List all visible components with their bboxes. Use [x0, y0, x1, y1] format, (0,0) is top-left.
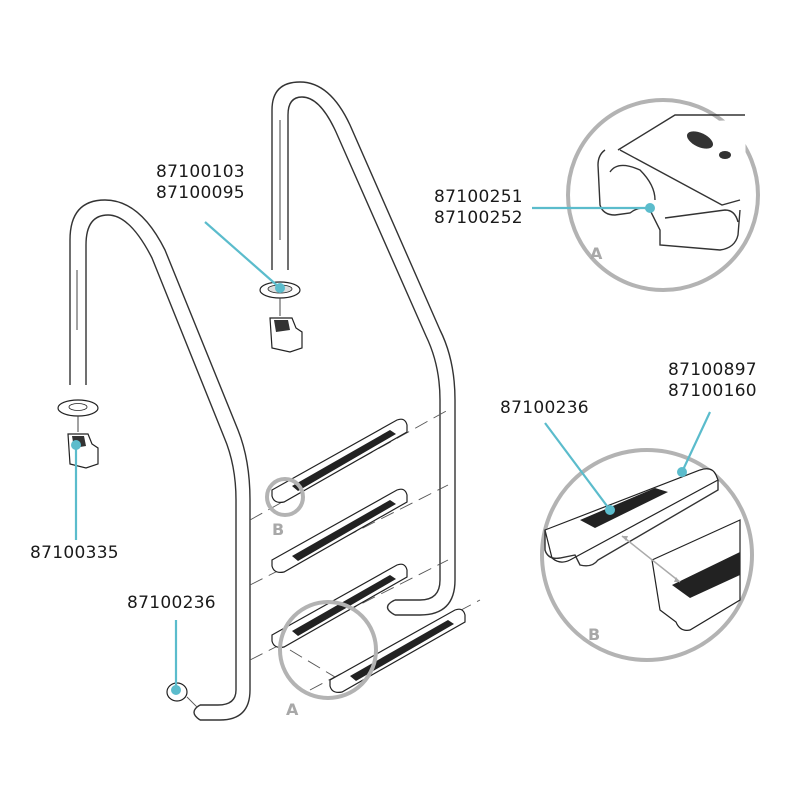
part-number: 87100335	[30, 543, 119, 563]
detail-a-view-letter: A	[590, 244, 603, 263]
left-anchor-socket	[67, 433, 99, 469]
left-escutcheon	[57, 399, 99, 432]
detail-b-marker-ring	[265, 477, 305, 517]
detail-a-view	[566, 98, 760, 292]
part-number: 87100095	[156, 183, 245, 203]
callout-step-tread-outer: 87100897 87100160	[668, 360, 757, 402]
detail-b-marker-letter: B	[272, 520, 285, 539]
detail-a-marker-ring	[278, 600, 378, 700]
part-number: 87100236	[500, 398, 589, 418]
leader-lines	[71, 203, 711, 695]
callout-step-end-detail-a: 87100251 87100252	[434, 187, 523, 229]
part-number: 87100160	[668, 381, 757, 401]
tube-end-cap	[166, 682, 201, 711]
ladder-step	[329, 608, 466, 693]
detail-a-marker-letter: A	[286, 700, 299, 719]
ladder-step	[271, 488, 408, 573]
right-anchor-socket	[269, 317, 303, 353]
callout-step-tread-inner: 87100236	[500, 398, 589, 419]
callout-tube-end-cap: 87100236	[127, 593, 216, 614]
part-number: 87100251	[434, 187, 523, 207]
steps-group	[271, 418, 466, 693]
callout-escutcheon-right: 87100103 87100095	[156, 162, 245, 204]
right-handrail	[271, 81, 456, 616]
ladder-step	[271, 563, 408, 648]
part-number: 87100252	[434, 208, 523, 228]
part-number: 87100103	[156, 162, 245, 182]
detail-b-view	[540, 448, 754, 662]
left-handrail	[69, 199, 251, 721]
detail-b-view-letter: B	[588, 625, 601, 644]
part-number: 87100236	[127, 593, 216, 613]
callout-anchor-left: 87100335	[30, 543, 119, 564]
part-number: 87100897	[668, 360, 757, 380]
ladder-step	[271, 418, 408, 503]
